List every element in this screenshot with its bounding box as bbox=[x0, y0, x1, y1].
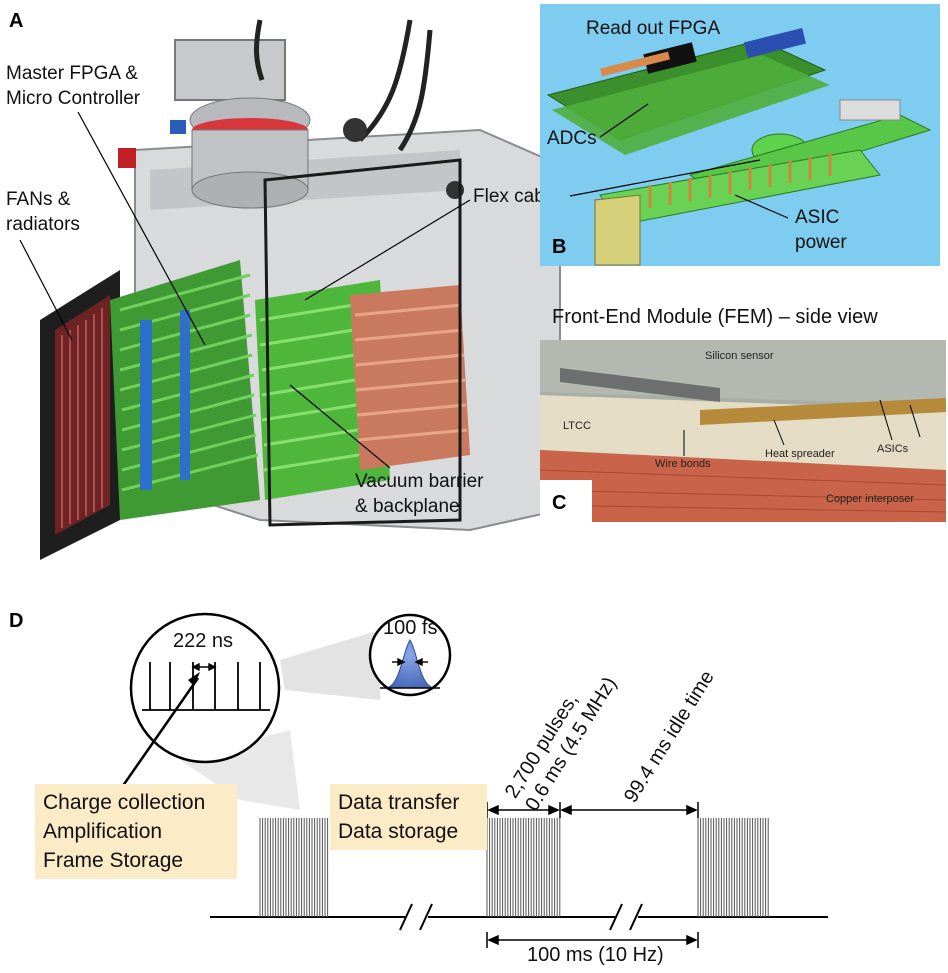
fs-pulse-shape bbox=[384, 639, 436, 689]
panel-a-letter: A bbox=[9, 10, 24, 32]
label-fans-line1: FANs & bbox=[6, 189, 71, 210]
note-data-tasks: Data transfer Data storage bbox=[330, 784, 487, 850]
label-copper-interposer: Copper interposer bbox=[826, 493, 915, 505]
zoom-circle-pulses bbox=[129, 612, 281, 764]
label-adcs: ADCs bbox=[547, 128, 597, 149]
label-fans-line2: radiators bbox=[6, 214, 80, 235]
charge-collection-pointer bbox=[118, 672, 200, 791]
label-pulse-width: 100 fs bbox=[383, 617, 438, 639]
label-silicon-sensor: Silicon sensor bbox=[705, 350, 774, 362]
note-front-end-tasks: Charge collection Amplification Frame St… bbox=[35, 784, 237, 879]
label-ltcc: LTCC bbox=[563, 420, 591, 432]
label-readout-fpga: Read out FPGA bbox=[586, 18, 721, 39]
label-data-transfer: Data transfer bbox=[338, 791, 460, 814]
panel-c-letter: C bbox=[552, 492, 567, 514]
panel-b-letter: B bbox=[552, 236, 567, 258]
zoom-cone-small bbox=[280, 630, 380, 700]
label-vacuum-line1: Vacuum barrier bbox=[355, 471, 484, 492]
label-asic-line2: power bbox=[795, 232, 847, 253]
label-asic-line1: ASIC bbox=[795, 207, 840, 228]
label-vacuum-line2: & backplane bbox=[355, 496, 460, 517]
label-master-fpga-line2: Micro Controller bbox=[6, 88, 141, 109]
idle-time-arrow bbox=[560, 802, 699, 818]
label-pulse-spacing: 222 ns bbox=[173, 630, 234, 652]
label-charge-collection: Charge collection bbox=[43, 791, 206, 814]
train-duration-arrow bbox=[486, 802, 561, 818]
period-arrow bbox=[486, 932, 699, 948]
timeline-breaks bbox=[399, 903, 643, 931]
label-frame-storage: Frame Storage bbox=[43, 849, 184, 872]
panel-c-title: Front-End Module (FEM) – side view bbox=[552, 306, 878, 328]
zoom-pulse-lines bbox=[142, 662, 270, 711]
label-heat-spreader: Heat spreader bbox=[765, 448, 835, 460]
label-asics: ASICs bbox=[877, 443, 909, 455]
pulse-train-2 bbox=[486, 818, 561, 917]
zoom-cone-large bbox=[180, 730, 300, 810]
pulse-train-1 bbox=[259, 818, 329, 917]
pulse-spacing-arrow bbox=[191, 662, 217, 672]
pulse-train-3 bbox=[697, 818, 769, 917]
label-amplification: Amplification bbox=[43, 820, 163, 843]
label-period: 100 ms (10 Hz) bbox=[527, 944, 664, 966]
fs-width-arrows bbox=[392, 657, 428, 667]
label-data-storage: Data storage bbox=[338, 820, 459, 843]
label-flex-cable: Flex cable bbox=[473, 186, 560, 207]
label-master-fpga-line1: Master FPGA & bbox=[6, 63, 138, 84]
label-wire-bonds: Wire bonds bbox=[655, 458, 711, 470]
panel-d-letter: D bbox=[9, 610, 24, 632]
